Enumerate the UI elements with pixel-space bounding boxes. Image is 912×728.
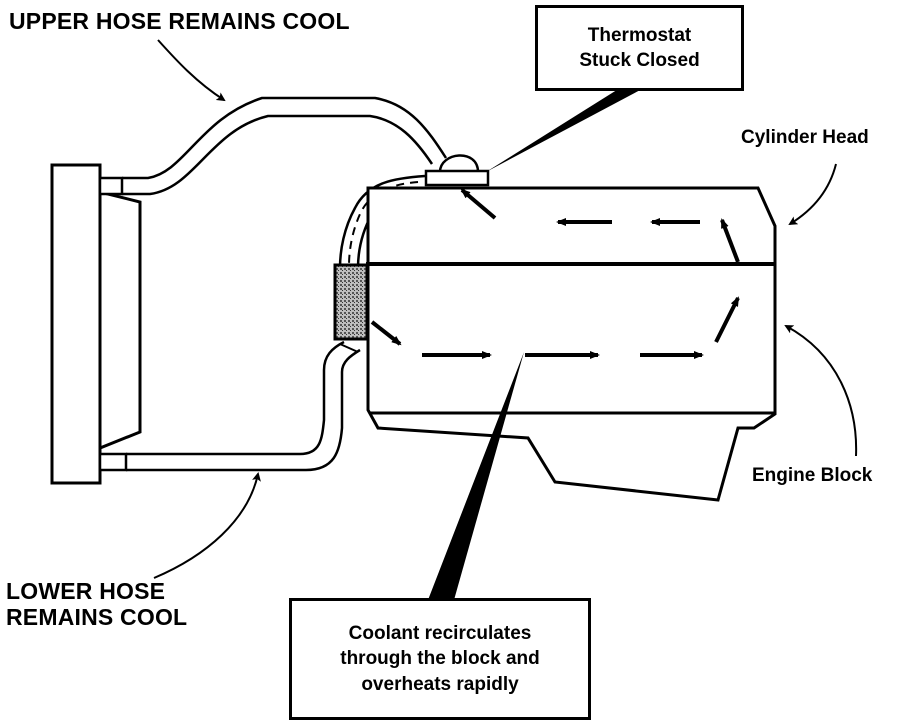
engine-outline [366, 186, 777, 502]
flow-arrow [370, 320, 402, 346]
water-pump [333, 263, 369, 341]
coolant-callout-text: Coolant recirculates through the block a… [340, 623, 540, 695]
engine-block-label: Engine Block [752, 465, 873, 486]
cylinder-head-label: Cylinder Head [741, 127, 869, 148]
lower-hose-label: LOWER HOSE REMAINS COOL [6, 578, 188, 631]
coolant-callout-pointer [428, 352, 524, 600]
thermostat-callout-text: Thermostat Stuck Closed [579, 24, 700, 71]
upper-hose-leader [157, 39, 226, 102]
radiator-frame [50, 163, 102, 485]
radiator-lower-neck [98, 452, 128, 472]
flow-arrow [460, 188, 497, 220]
radiator-core [98, 190, 142, 451]
radiator [50, 163, 142, 485]
thermostat-callout-pointer [486, 88, 644, 172]
engine-block-leader [784, 325, 858, 457]
flow-arrow [720, 218, 740, 263]
thermostat-callout: Thermostat Stuck Closed [535, 5, 744, 91]
coolant-flow-arrows [370, 188, 740, 359]
flow-arrow [714, 296, 740, 343]
engine [366, 186, 777, 502]
label-leaders [153, 39, 858, 579]
upper-hose [122, 96, 448, 196]
lower-hose-leader [153, 472, 261, 579]
radiator-upper-neck [98, 176, 124, 196]
lower-hose [126, 340, 361, 472]
upper-hose-label: UPPER HOSE REMAINS COOL [9, 8, 350, 34]
thermostat-housing [424, 154, 490, 187]
cylinder-head-leader [788, 163, 837, 226]
coolant-callout: Coolant recirculates through the block a… [289, 598, 591, 720]
